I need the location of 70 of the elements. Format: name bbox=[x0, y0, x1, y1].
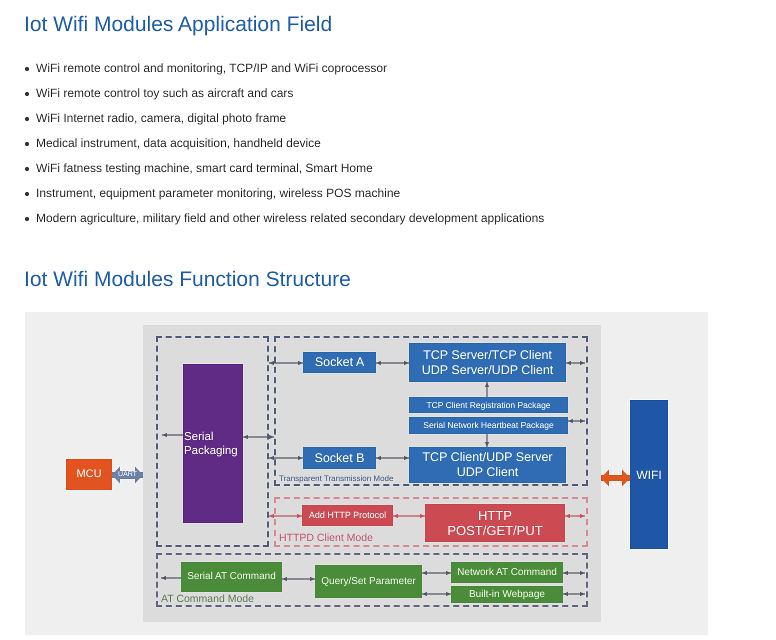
arrow bbox=[161, 576, 181, 580]
bullet-item: WiFi remote control and monitoring, TCP/IP and WiFi coprocessor bbox=[36, 61, 388, 76]
process-box bbox=[451, 586, 563, 603]
double-arrow bbox=[568, 418, 585, 424]
process-box bbox=[302, 505, 393, 526]
double-arrow bbox=[563, 570, 585, 576]
process-box bbox=[409, 397, 568, 413]
process-box bbox=[315, 565, 422, 598]
double-arrow bbox=[376, 456, 409, 460]
box-label: TCP Client/UDP Server bbox=[422, 450, 553, 465]
double-arrow bbox=[269, 456, 303, 460]
double-arrow bbox=[376, 360, 409, 366]
process-box bbox=[303, 352, 376, 373]
box-label: Built-in Webpage bbox=[469, 588, 545, 600]
box-label: WIFI bbox=[636, 468, 662, 482]
arrow bbox=[162, 432, 183, 438]
double-arrow bbox=[566, 360, 585, 366]
arrow bbox=[484, 382, 490, 397]
dashed-group bbox=[156, 553, 588, 607]
mcu-block bbox=[66, 459, 112, 490]
double-arrow bbox=[243, 434, 274, 440]
box-label: Serial Packaging bbox=[184, 430, 239, 458]
bullet-item: Instrument, equipment parameter monitoring, wireless POS machine bbox=[36, 186, 400, 201]
wifi-block bbox=[630, 400, 668, 549]
page-heading: Iot Wifi Modules Application Field bbox=[24, 12, 332, 38]
block-arrow bbox=[601, 470, 630, 486]
bullet-item: WiFi fatness testing machine, smart card terminal, Smart Home bbox=[36, 161, 373, 176]
process-box bbox=[409, 417, 568, 434]
dashed-group bbox=[274, 336, 588, 486]
arrow bbox=[484, 434, 490, 447]
bullet-item: Medical instrument, data acquisition, handheld device bbox=[36, 136, 321, 151]
bullet-item: WiFi remote control toy such as aircraft and cars bbox=[36, 86, 294, 101]
box-label: Socket B bbox=[314, 450, 365, 466]
bullet-item: WiFi Internet radio, camera, digital photo frame bbox=[36, 111, 286, 126]
box-label: UDP Server/UDP Client bbox=[422, 362, 554, 378]
box-label: Socket A bbox=[314, 355, 364, 370]
process-box bbox=[181, 562, 282, 592]
module-panel bbox=[143, 325, 601, 622]
box-label: TCP Client Registration Package bbox=[426, 400, 551, 410]
double-arrow bbox=[282, 576, 315, 582]
double-arrow bbox=[269, 514, 302, 518]
block-arrow bbox=[112, 466, 143, 484]
process-box bbox=[409, 343, 566, 382]
double-arrow bbox=[565, 514, 585, 518]
dashed-group bbox=[274, 497, 588, 547]
box-label: UDP Client bbox=[456, 465, 518, 480]
box-label: TCP Server/TCP Client bbox=[423, 348, 552, 362]
process-box bbox=[425, 504, 565, 542]
double-arrow bbox=[269, 360, 303, 366]
section-heading: Iot Wifi Modules Function Structure bbox=[24, 267, 351, 293]
box-label: HTTP POST/GET/PUT bbox=[446, 508, 544, 538]
box-label: Serial AT Command bbox=[187, 571, 276, 583]
double-arrow bbox=[563, 592, 585, 596]
process-box bbox=[451, 562, 563, 583]
box-label: Network AT Command bbox=[457, 566, 557, 578]
box-label: MCU bbox=[76, 468, 102, 481]
double-arrow bbox=[393, 514, 425, 518]
double-arrow bbox=[422, 592, 451, 596]
group-label: AT Command Mode bbox=[161, 593, 254, 605]
group-label: Transparent Transmission Mode bbox=[279, 474, 394, 484]
box-label: Serial Network Heartbeat Package bbox=[423, 420, 554, 431]
process-box bbox=[303, 447, 376, 469]
dashed-group bbox=[156, 336, 269, 547]
box-label: Add HTTP Protocol bbox=[308, 510, 386, 521]
bullet-item: Modern agriculture, military field and other wireless related secondary development applications bbox=[36, 211, 544, 226]
double-arrow bbox=[422, 570, 451, 576]
packaging-block bbox=[183, 364, 243, 523]
box-label: Query/Set Parameter bbox=[321, 576, 416, 588]
group-label: HTTPD Client Mode bbox=[279, 532, 373, 544]
process-box bbox=[409, 447, 566, 483]
